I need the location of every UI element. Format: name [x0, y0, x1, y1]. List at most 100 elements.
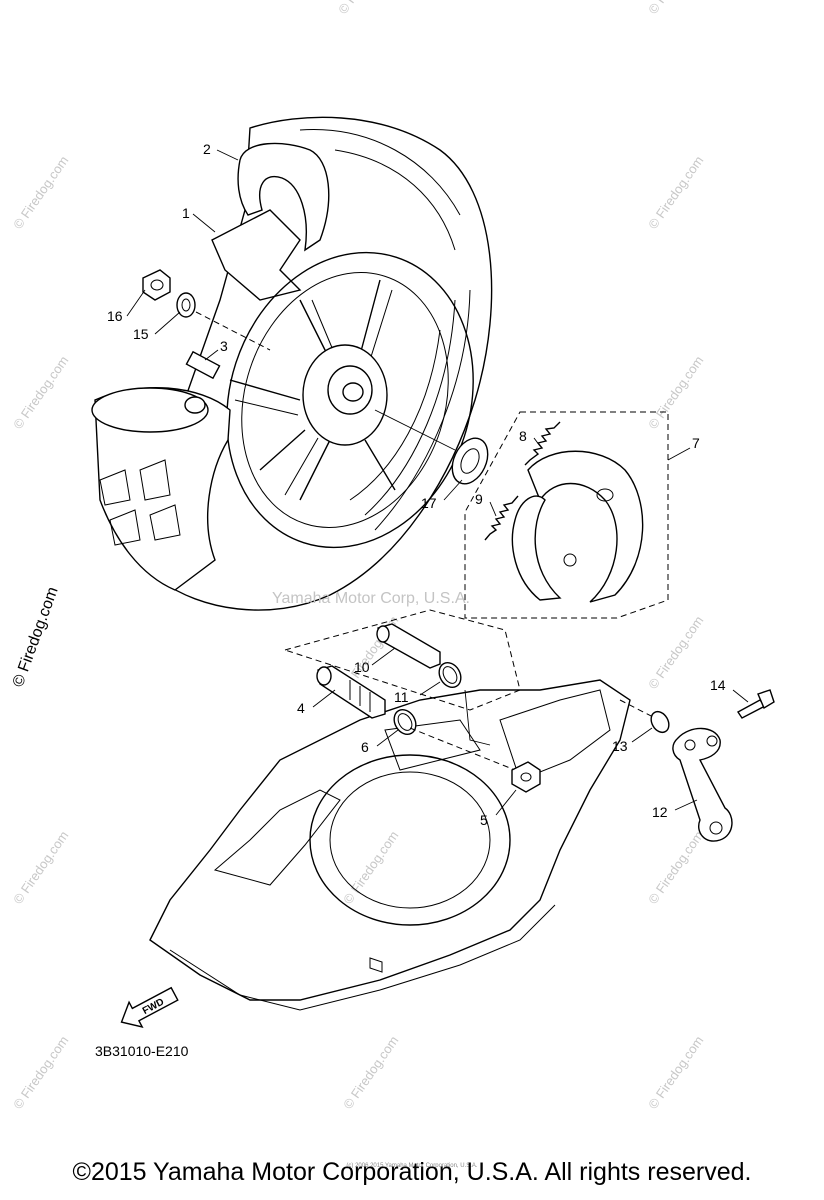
assembly-line — [464, 689, 491, 746]
callout-16: 16 — [107, 308, 123, 324]
center-watermark: Yamaha Motor Corp, U.S.A. — [272, 590, 470, 607]
watermark-tile: © Firedog.com — [10, 153, 71, 232]
part-17-washer-hole — [460, 448, 480, 474]
nut-hole — [150, 279, 164, 291]
diagram-canvas: © Firedog.com © Firedog.com © Firedog.co… — [10, 0, 775, 1112]
drum-fins — [99, 459, 181, 546]
axle-hole — [342, 382, 364, 402]
callout-1: 1 — [182, 205, 190, 221]
case-clutch-cover — [309, 754, 511, 926]
part-10-shaft — [376, 623, 441, 669]
fwd-arrow-shape — [120, 986, 179, 1028]
shaft-splines — [349, 680, 371, 712]
part-11-oring-inner — [442, 666, 458, 684]
leader-13 — [631, 727, 653, 743]
leader-2 — [216, 149, 239, 161]
small-notice: (c) 2006 2015 Yamaha Motor Corporation, … — [346, 1163, 478, 1169]
case-rear-boss — [499, 689, 611, 781]
watermark-tile: © Firedog.com — [10, 828, 71, 907]
leader-1 — [192, 213, 216, 233]
callout-13: 13 — [612, 738, 628, 754]
rim-ring-inner — [241, 272, 449, 528]
case-outline — [149, 679, 631, 1001]
callout-4: 4 — [297, 700, 305, 716]
leader-15 — [154, 311, 181, 335]
case-top-rib — [384, 719, 481, 771]
tread-line — [364, 299, 456, 516]
part-16-nut — [142, 269, 171, 301]
shaft-end — [376, 625, 390, 643]
wheel-spokes-edge — [234, 289, 393, 496]
case-bottom-edge — [169, 904, 556, 1011]
lever-hole — [684, 739, 696, 751]
callout-15: 15 — [133, 326, 149, 342]
watermark-tile: © Firedog.com — [340, 1033, 401, 1112]
part-8-spring — [524, 421, 561, 466]
watermark-tile: © Firedog.com — [645, 0, 706, 17]
leader-4 — [312, 689, 336, 708]
case-bolt — [369, 957, 383, 973]
callout-10: 10 — [354, 659, 370, 675]
leader-11 — [419, 681, 441, 696]
brake-drum — [94, 387, 231, 591]
leader-16 — [126, 289, 146, 317]
leader-3 — [204, 349, 219, 361]
leader-10 — [371, 647, 396, 666]
shaft-dashed-box — [283, 609, 521, 711]
axle-nut-group — [142, 269, 271, 351]
leader-17 — [443, 479, 463, 501]
tread-line — [299, 129, 461, 216]
bolt-head — [757, 689, 775, 710]
assembly-line — [619, 699, 656, 719]
watermark-tile: © Firedog.com — [645, 153, 706, 232]
nut-hole — [520, 772, 532, 782]
callout-11: 11 — [394, 689, 409, 705]
leader-8 — [533, 437, 541, 447]
tread-line — [349, 329, 441, 501]
leader-7 — [667, 447, 691, 461]
wheel-spokes — [229, 279, 396, 501]
part-15-washer — [176, 292, 196, 318]
leader-14 — [732, 689, 749, 703]
watermark-tile: © Firedog.com — [340, 828, 401, 907]
part-6-oring-inner — [397, 713, 413, 731]
leader-12 — [674, 799, 698, 811]
leader-5 — [495, 789, 517, 816]
watermark-tile: © Firedog.com — [10, 353, 71, 432]
callout-17: 17 — [421, 495, 437, 511]
rear-wheel — [91, 116, 493, 611]
diagram-code: 3B31010-E210 — [95, 1043, 189, 1059]
kit-boundary — [464, 411, 669, 619]
lever-body — [672, 727, 733, 842]
brake-shoe — [527, 450, 644, 603]
watermark-tile: © Firedog.com — [645, 353, 706, 432]
watermark-tile: © Firedog.com — [645, 613, 706, 692]
bolt-shank — [736, 699, 767, 719]
washer-hole — [181, 298, 191, 312]
callout-8: 8 — [519, 428, 527, 444]
callout-14: 14 — [710, 677, 726, 693]
leader-9 — [489, 501, 497, 517]
tread-line — [334, 149, 456, 251]
leader-6 — [376, 729, 399, 747]
part-11-oring — [438, 661, 462, 689]
leader-lines — [126, 149, 749, 816]
watermark-tile: © Firedog.com — [335, 0, 396, 17]
fwd-label: FWD — [141, 997, 166, 1017]
assembly-line — [195, 311, 271, 351]
brake-shoe-kit — [464, 411, 669, 619]
callout-12: 12 — [652, 804, 668, 820]
shaft-end — [316, 666, 332, 686]
part-6-oring — [393, 708, 417, 736]
copyright-footer: ©2015 Yamaha Motor Corporation, U.S.A. A… — [72, 1158, 752, 1186]
fwd-arrow: FWD — [120, 986, 179, 1028]
callout-3: 3 — [220, 338, 228, 354]
side-watermark: © Firedog.com — [10, 585, 62, 690]
brake-shoe-lining — [511, 495, 562, 601]
lever-hole — [706, 735, 718, 747]
callout-6: 6 — [361, 739, 369, 755]
callouts: 2 1 3 16 15 17 7 8 9 10 11 4 6 5 13 12 1… — [107, 141, 726, 828]
case-clutch-inner — [329, 771, 491, 909]
drum-opening — [91, 387, 209, 433]
